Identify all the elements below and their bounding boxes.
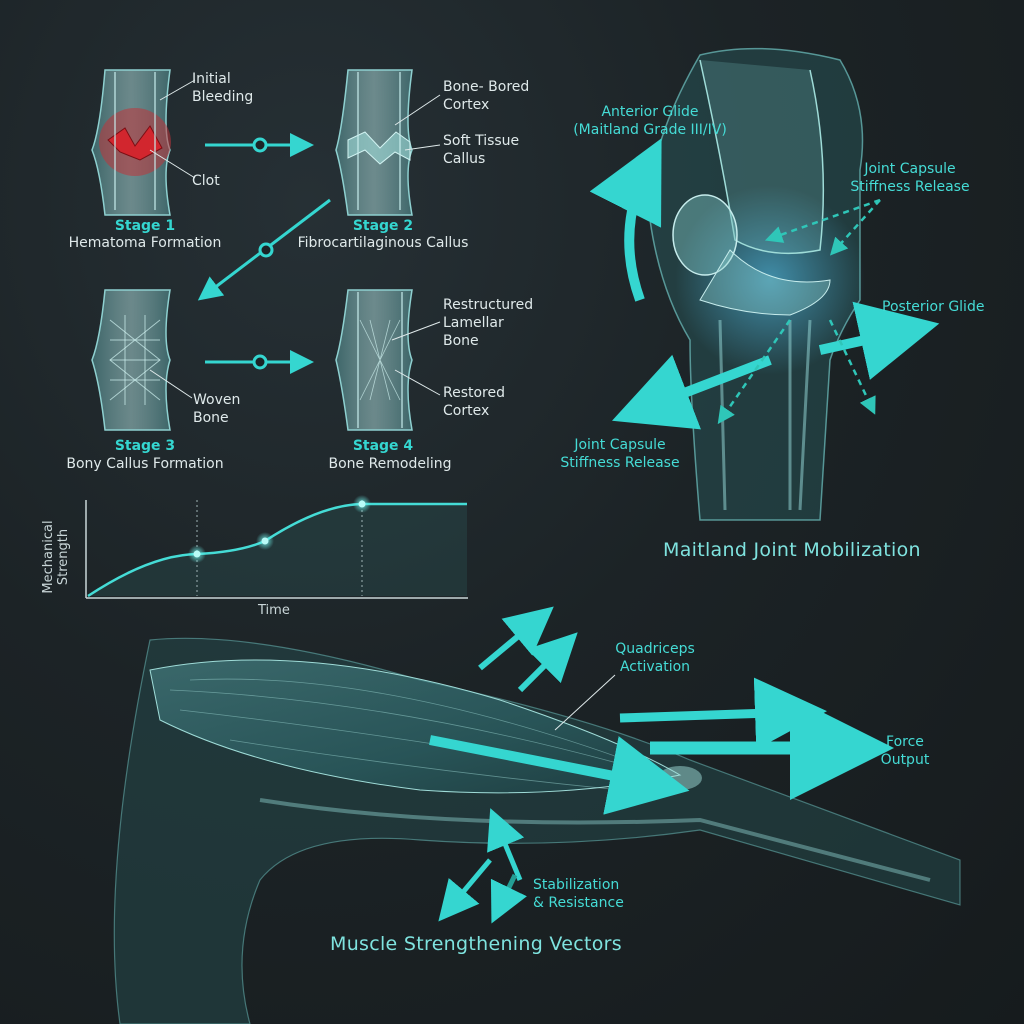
stage4-number: Stage 4 bbox=[352, 438, 414, 454]
stage1-number: Stage 1 bbox=[114, 218, 176, 234]
anterior-glide-label: Anterior Glide (Maitland Grade III/IV) bbox=[573, 104, 727, 138]
stage-arrows bbox=[197, 133, 331, 374]
stage1-bleeding-label: Initial Bleeding bbox=[192, 71, 254, 105]
strength-ylabel: Mechanical Strength bbox=[41, 520, 71, 594]
quadriceps-label: Quadriceps Activation bbox=[615, 641, 695, 675]
stage2-bone bbox=[335, 69, 441, 216]
stage1-name: Hematoma Formation bbox=[68, 235, 222, 251]
stage4-lamellar-label: Restructured Lamellar Bone bbox=[443, 297, 534, 349]
joint-mobilization-title: Maitland Joint Mobilization bbox=[663, 539, 921, 561]
stage3-woven-label: Woven Bone bbox=[193, 392, 241, 426]
muscle-vectors-title: Muscle Strengthening Vectors bbox=[330, 933, 622, 955]
stage3-name: Bony Callus Formation bbox=[66, 456, 224, 472]
stage4-name: Bone Remodeling bbox=[328, 456, 452, 472]
stage3-bone bbox=[91, 289, 193, 431]
knee-illustration bbox=[589, 47, 940, 521]
stage1-bone bbox=[91, 69, 196, 216]
stage4-cortex-label: Restored Cortex bbox=[443, 385, 506, 419]
posterior-glide-label: Posterior Glide bbox=[882, 299, 985, 315]
stage2-name: Fibrocartilaginous Callus bbox=[297, 235, 469, 251]
stage4-bone bbox=[335, 289, 441, 431]
capsule-release-bottom-label: Joint Capsule Stiffness Release bbox=[560, 437, 680, 471]
muscle-illustration bbox=[113, 606, 961, 1024]
force-output-label: Force Output bbox=[880, 734, 930, 768]
stage2-cortex-label: Bone- Bored Cortex bbox=[443, 79, 530, 113]
stabilization-label: Stabilization & Resistance bbox=[533, 877, 624, 911]
capsule-release-top-label: Joint Capsule Stiffness Release bbox=[850, 161, 970, 195]
strength-curve-chart bbox=[85, 495, 468, 599]
stage2-callus-label: Soft Tissue Callus bbox=[443, 133, 520, 167]
stage1-clot-label: Clot bbox=[192, 173, 220, 189]
stage2-number: Stage 2 bbox=[352, 218, 414, 234]
strength-xlabel: Time bbox=[258, 603, 290, 618]
stage3-number: Stage 3 bbox=[114, 438, 176, 454]
